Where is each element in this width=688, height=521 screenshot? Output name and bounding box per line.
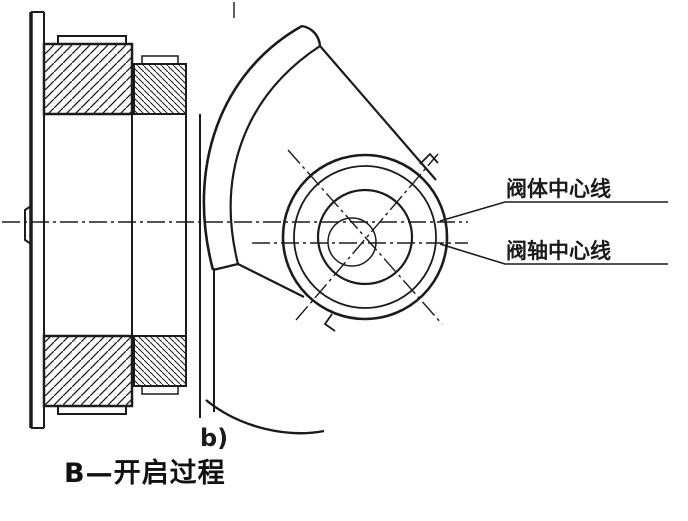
top-flange-hatch: [42, 42, 134, 116]
centerlines: [2, 2, 468, 325]
top-gland-hatch: [133, 63, 187, 115]
diagonal-centerline-1: [287, 149, 443, 325]
shaft-centerline-leader: [439, 243, 668, 265]
body-centerline-leader: [439, 201, 668, 222]
hub-bore-circle: [327, 217, 377, 267]
diagonal-centerline-2: [295, 153, 439, 321]
bottom-flange-step: [57, 406, 127, 415]
hub-lug-bottom: [323, 313, 336, 332]
disc-bottom-rim: [212, 262, 239, 272]
body-centerline-label: 阀体中心线: [506, 177, 611, 201]
subfigure-label: b): [200, 424, 228, 452]
disc-face-outer: [202, 24, 303, 271]
body-wall-notch: [24, 205, 32, 245]
bottom-gland-hatch: [133, 335, 187, 387]
hub-lug-top: [419, 152, 439, 165]
top-flange-step: [57, 35, 127, 44]
disc-lower-sweep: [205, 399, 325, 435]
hub-inner-circle: [316, 188, 414, 286]
shaft-hub-circles: [281, 152, 449, 332]
cone-upper-edge: [319, 45, 437, 181]
shaft-centerline-label: 阀轴中心线: [506, 239, 611, 263]
disc-outline: [202, 24, 437, 435]
cone-lower-edge: [237, 263, 305, 298]
caption: B—开启过程: [64, 458, 226, 489]
body-wall-caps: [31, 11, 44, 429]
hub-mid-circle: [293, 165, 437, 309]
hub-outer-circle: [281, 153, 449, 321]
valve-body-section: [24, 11, 215, 429]
leader-lines: [439, 201, 668, 265]
top-gland-step: [141, 55, 179, 64]
disc-top-rim: [301, 24, 322, 47]
disc-face-inner: [229, 45, 321, 265]
bottom-flange-hatch: [42, 334, 134, 408]
bottom-gland-step: [141, 386, 179, 395]
